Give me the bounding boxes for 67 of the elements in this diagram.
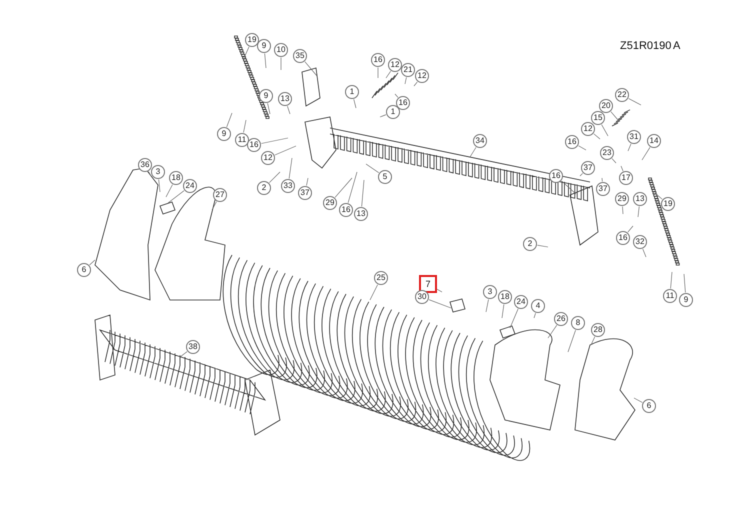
leader-line — [602, 178, 603, 182]
leader-line — [510, 308, 518, 328]
leader-line — [370, 284, 378, 300]
leader-line — [361, 180, 364, 207]
leader-line — [620, 166, 624, 172]
leader-line — [502, 304, 504, 318]
leader-line — [638, 206, 640, 218]
leader-line — [642, 147, 650, 160]
leader-line — [428, 299, 452, 308]
callout-number: 6 — [77, 263, 91, 277]
leader-line — [274, 146, 296, 156]
leader-line — [306, 178, 308, 186]
leader-line — [634, 398, 643, 403]
leader-line — [594, 134, 600, 140]
leader-line — [656, 194, 662, 200]
leader-line — [534, 312, 536, 318]
leader-line — [380, 114, 386, 118]
leader-line — [354, 99, 356, 108]
leader-line — [537, 244, 548, 248]
leader-line — [386, 70, 391, 78]
leader-line — [304, 61, 318, 76]
leader-line — [148, 171, 152, 176]
leader-line — [244, 46, 250, 58]
leader-line — [628, 226, 634, 232]
leader-line — [684, 274, 686, 293]
leader-line — [404, 77, 407, 84]
leader-line — [261, 138, 288, 144]
leader-line — [486, 299, 489, 312]
leader-line — [642, 248, 646, 258]
leader-line — [243, 120, 246, 133]
drawing-number: Z51R0190 — [620, 40, 672, 52]
leader-line — [89, 260, 96, 266]
leader-line — [601, 124, 608, 136]
baler-pickup-drawing — [94, 36, 680, 461]
leader-line — [267, 103, 270, 114]
leader-line — [628, 98, 642, 106]
leader-line — [414, 82, 418, 86]
leader-line — [166, 184, 173, 198]
leader-line — [548, 324, 558, 338]
leader-line — [628, 144, 632, 152]
leader-line — [470, 147, 476, 158]
leader-line — [612, 158, 616, 164]
leader-line — [158, 179, 160, 192]
leader-line — [212, 201, 217, 210]
leader-line — [622, 206, 624, 214]
leader-line — [334, 178, 352, 198]
leader-line — [580, 173, 583, 176]
leader-line — [280, 57, 282, 70]
callout-number: 19 — [245, 33, 259, 47]
leader-line — [269, 172, 280, 183]
leader-line — [264, 53, 266, 68]
leader-line — [348, 172, 358, 204]
leader-line — [610, 111, 618, 120]
leader-line — [578, 145, 586, 150]
leader-line — [561, 180, 576, 194]
leader-line — [180, 351, 188, 358]
leader-line — [168, 190, 184, 204]
leader-line — [288, 158, 292, 179]
leader-line — [590, 336, 596, 346]
leader-line — [394, 94, 398, 98]
leader-line — [226, 112, 232, 128]
leader-line — [568, 330, 576, 352]
leader-line — [287, 106, 290, 114]
callout-number: 9 — [679, 293, 693, 307]
revision-letter: A — [673, 40, 680, 52]
leader-line — [366, 164, 380, 174]
leader-line — [670, 272, 672, 289]
